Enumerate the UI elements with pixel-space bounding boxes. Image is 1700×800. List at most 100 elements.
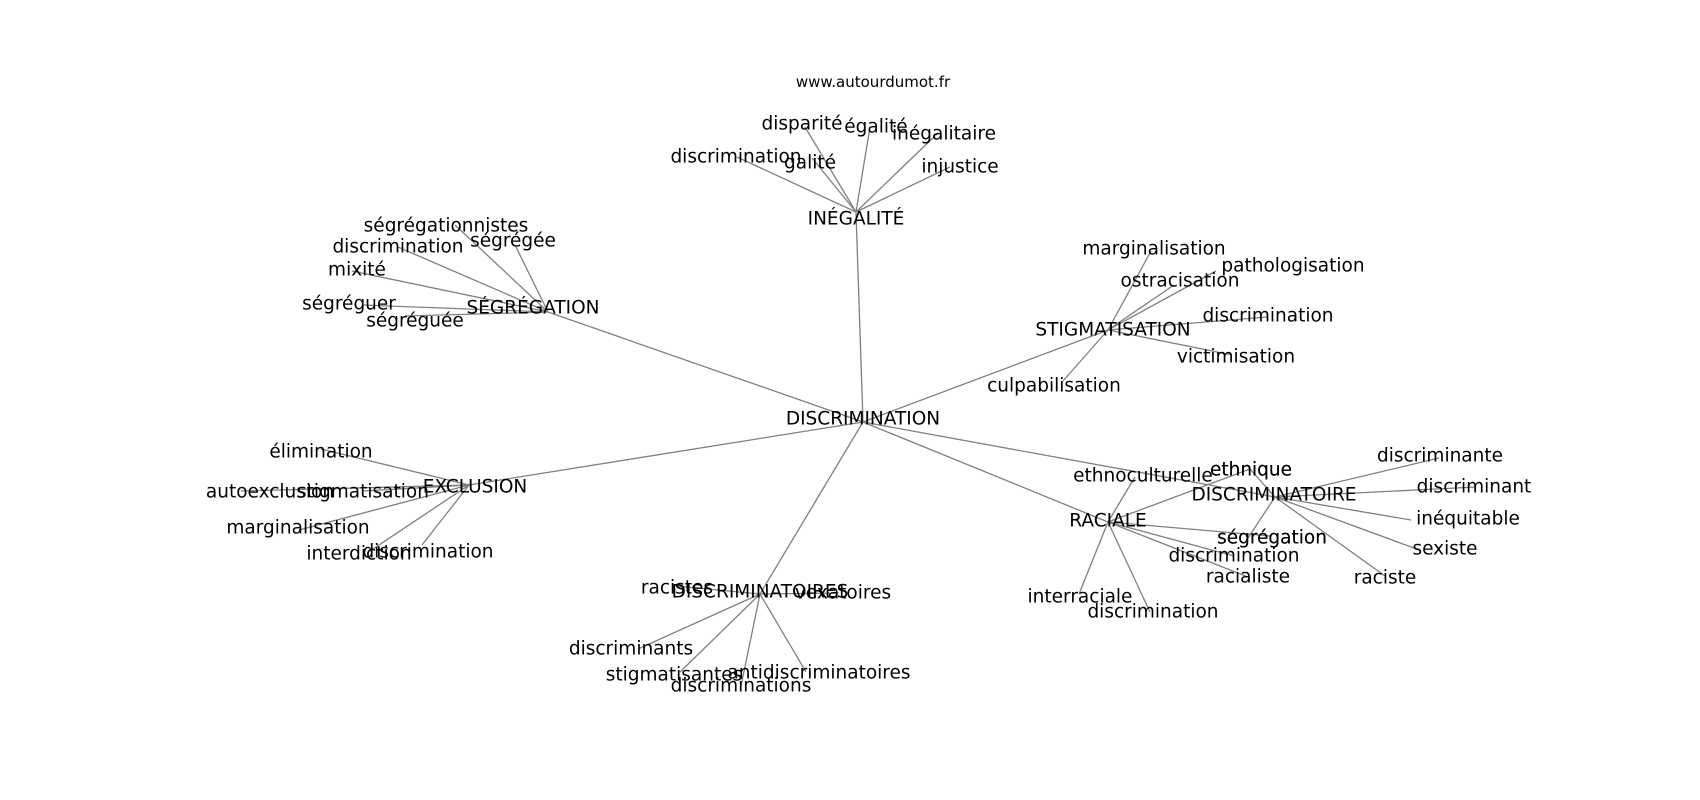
edge-inegalite-word xyxy=(855,166,951,213)
word-node-label[interactable]: ségrégationnistes xyxy=(364,216,529,237)
edge-segregation-word xyxy=(404,311,549,317)
word-node-label[interactable]: racistes xyxy=(641,578,713,599)
edge-discriminatoires-word xyxy=(637,593,761,650)
edge-center-segregation xyxy=(547,311,864,423)
edge-inegalite-word xyxy=(804,126,857,213)
word-node-label[interactable]: discriminant xyxy=(1417,477,1532,498)
edge-discriminatoires-word xyxy=(675,585,761,595)
word-node-label[interactable]: interraciale xyxy=(1028,587,1133,608)
edge-stigmatisation-word xyxy=(1107,329,1233,356)
word-node-label[interactable]: injustice xyxy=(921,157,998,178)
word-node-label[interactable]: égalité xyxy=(844,117,907,138)
hub-node-label-stigmatisation[interactable]: STIGMATISATION xyxy=(1035,320,1190,341)
word-node-label[interactable]: stigmatisation xyxy=(297,482,429,503)
edge-discriminatoires-word xyxy=(740,593,761,687)
edge-center-exclusion xyxy=(468,421,864,486)
word-node-label[interactable]: raciste xyxy=(1354,568,1417,589)
edge-segregation-word xyxy=(454,224,549,313)
word-node-label[interactable]: discrimination xyxy=(670,147,801,168)
word-node-label[interactable]: ségrégée xyxy=(470,231,556,252)
hub-node-label-raciale[interactable]: RACIALE xyxy=(1069,511,1146,532)
edge-inegalite-word xyxy=(855,126,871,213)
word-node-label[interactable]: antidiscriminatoires xyxy=(727,663,910,684)
edge-segregation-word xyxy=(361,304,549,313)
edge-discriminatoires-word xyxy=(759,592,840,595)
edge-discriminatoires-word xyxy=(679,593,761,673)
word-node-label[interactable]: ostracisation xyxy=(1121,271,1240,292)
word-node-label[interactable]: ségrégation xyxy=(1217,528,1327,549)
edge-discriminatoire-word xyxy=(1249,468,1276,498)
word-node-label[interactable]: vexatoires xyxy=(795,583,891,604)
edge-exclusion-word xyxy=(421,484,470,546)
edge-exclusion-word xyxy=(320,448,470,486)
edge-discriminatoire-word xyxy=(1247,496,1276,539)
edge-center-inegalite xyxy=(855,211,864,423)
word-node-label[interactable]: autoexclusion xyxy=(206,482,334,503)
edge-center-raciale xyxy=(862,421,1109,523)
word-node-label[interactable]: victimisation xyxy=(1177,347,1295,368)
edges-layer xyxy=(240,126,1477,687)
edge-discriminatoires-word xyxy=(759,593,807,673)
word-node-label[interactable]: discrimination xyxy=(1087,602,1218,623)
word-node-label[interactable]: élimination xyxy=(269,442,372,463)
watermark-text: www.autourdumot.fr xyxy=(796,73,951,91)
word-node-label[interactable]: ségrégation xyxy=(1217,528,1327,549)
edge-segregation-word xyxy=(351,270,549,313)
word-node-label[interactable]: ségréguer xyxy=(302,294,396,315)
hub-node-label-discriminatoire[interactable]: DISCRIMINATOIRE xyxy=(1191,485,1356,506)
edge-discriminatoire-word xyxy=(1274,496,1415,549)
word-node-label[interactable]: discrimination xyxy=(1202,306,1333,327)
word-node-label[interactable]: marginalisation xyxy=(226,518,369,539)
edge-segregation-word xyxy=(515,246,549,313)
word-node-label[interactable]: racialiste xyxy=(1206,567,1290,588)
edge-raciale-word xyxy=(1107,468,1251,523)
edge-inegalite-word xyxy=(736,156,857,213)
edge-inegalite-word xyxy=(855,132,939,213)
word-node-label[interactable]: galité xyxy=(784,153,836,174)
word-node-label[interactable]: discrimination xyxy=(1168,546,1299,567)
word-node-label[interactable]: interdiction xyxy=(306,544,411,565)
hub-node-label-inegalite[interactable]: INÉGALITÉ xyxy=(808,208,905,230)
word-node-label[interactable]: inéquitable xyxy=(1416,509,1520,530)
word-node-label[interactable]: disparité xyxy=(762,114,843,135)
word-node-label[interactable]: ethnoculturelle xyxy=(1073,466,1213,487)
word-node-label[interactable]: discriminations xyxy=(671,676,812,697)
word-node-label[interactable]: ethnique xyxy=(1210,460,1292,481)
word-node-label[interactable]: stigmatisantes xyxy=(606,665,743,686)
word-node-label[interactable]: discrimination xyxy=(332,237,463,258)
edge-discriminatoire-word xyxy=(1274,496,1412,521)
word-node-label[interactable]: discrimination xyxy=(362,542,493,563)
edge-discriminatoire-word xyxy=(1274,457,1440,498)
edge-discriminatoire-word xyxy=(1274,486,1477,498)
word-node-label[interactable]: pathologisation xyxy=(1221,256,1364,277)
edge-stigmatisation-word xyxy=(1107,270,1217,331)
center-node-label[interactable]: DISCRIMINATION xyxy=(786,409,940,430)
word-node-label[interactable]: sexiste xyxy=(1412,539,1477,560)
edge-exclusion-word xyxy=(369,484,470,552)
labels-layer: www.autourdumot.fr DISCRIMINATION dispar… xyxy=(206,73,1531,697)
edge-stigmatisation-word xyxy=(1107,284,1175,331)
hub-node-label-discriminatoires[interactable]: DISCRIMINATOIRES xyxy=(672,582,849,603)
edge-discriminatoire-word xyxy=(1274,496,1386,577)
word-node-label[interactable]: ethnique xyxy=(1210,460,1292,481)
word-node-label[interactable]: discriminante xyxy=(1377,446,1503,467)
word-node-label[interactable]: discriminants xyxy=(569,639,693,660)
edge-exclusion-word xyxy=(362,484,470,492)
word-node-label[interactable]: marginalisation xyxy=(1082,239,1225,260)
hub-node-label-segregation[interactable]: SÉGRÉGATION xyxy=(466,297,599,319)
word-node-label[interactable]: ségréguée xyxy=(366,311,464,332)
edge-stigmatisation-word xyxy=(1107,250,1152,331)
edge-raciale-word xyxy=(1107,521,1235,557)
word-node-label[interactable]: mixité xyxy=(328,260,386,281)
edge-exclusion-word xyxy=(298,484,470,531)
word-node-label[interactable]: inégalitaire xyxy=(892,124,996,145)
edge-raciale-word xyxy=(1107,521,1271,537)
word-node-label[interactable]: culpabilisation xyxy=(987,376,1121,397)
edge-raciale-word xyxy=(1078,521,1109,595)
edge-center-discriminatoire xyxy=(862,421,1276,498)
hub-node-label-exclusion[interactable]: EXCLUSION xyxy=(423,477,527,498)
edge-stigmatisation-word xyxy=(1107,316,1268,331)
edge-exclusion-word xyxy=(240,484,470,492)
edge-segregation-word xyxy=(397,246,549,313)
